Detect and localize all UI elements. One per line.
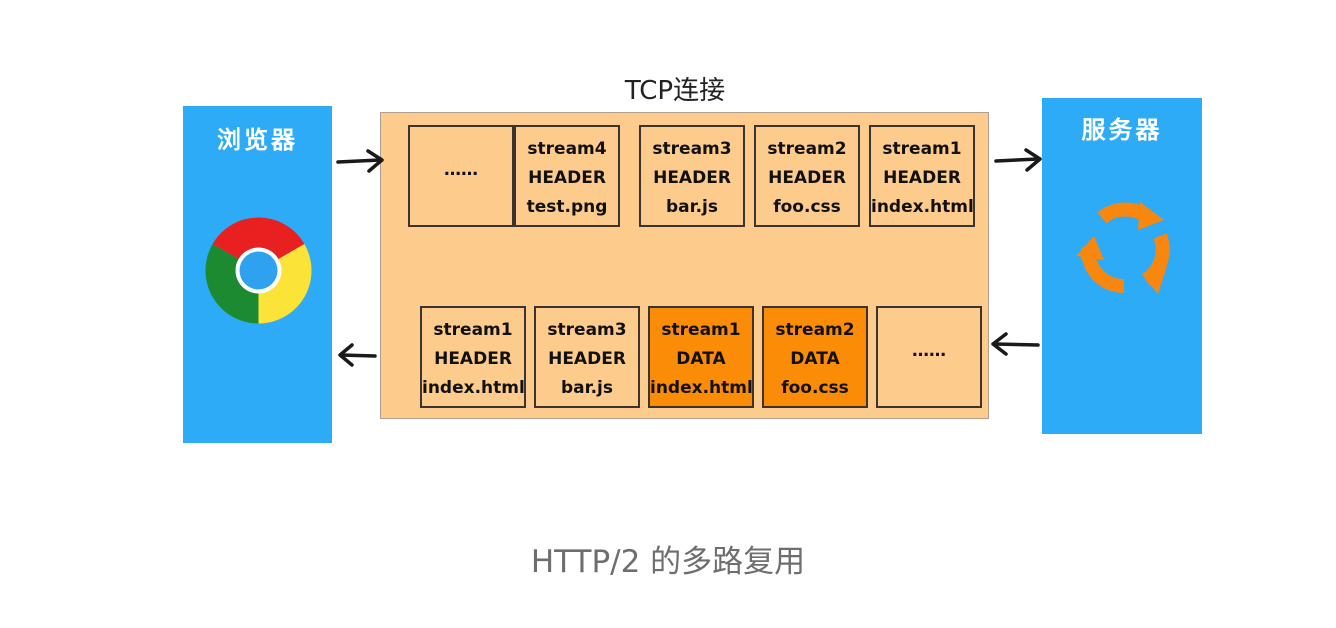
frame-stream-id: stream2	[767, 139, 847, 159]
request-frame-ellipsis: ……	[408, 125, 514, 227]
request-frame-stream2-header: stream2 HEADER foo.css	[754, 125, 860, 227]
request-frame-stream3-header: stream3 HEADER bar.js	[639, 125, 745, 227]
response-frame-stream1-header: stream1 HEADER index.html	[420, 306, 526, 408]
chrome-logo-icon	[205, 217, 312, 324]
browser-panel: 浏览器	[183, 106, 332, 443]
frame-text: ……	[444, 160, 478, 180]
frame-stream-id: stream3	[652, 139, 732, 159]
frame-type: HEADER	[883, 168, 961, 188]
frame-resource: index.html	[871, 197, 974, 217]
response-frame-stream3-header: stream3 HEADER bar.js	[534, 306, 640, 408]
request-frame-stream4-header: stream4 HEADER test.png	[514, 125, 620, 227]
frame-type: HEADER	[434, 349, 512, 369]
arrow-left-icon	[991, 332, 1040, 356]
frame-resource: foo.css	[781, 378, 849, 398]
tcp-connection-title: TCP连接	[624, 76, 726, 106]
frame-type: DATA	[676, 349, 726, 369]
frame-stream-id: stream1	[433, 320, 513, 340]
frame-stream-id: stream3	[547, 320, 627, 340]
arrow-right-icon	[994, 148, 1042, 172]
browser-label: 浏览器	[217, 126, 298, 154]
frame-stream-id: stream4	[527, 139, 607, 159]
frame-type: DATA	[790, 349, 840, 369]
server-label: 服务器	[1081, 116, 1163, 144]
frame-resource: foo.css	[773, 197, 841, 217]
response-frame-stream2-data: stream2 DATA foo.css	[762, 306, 868, 408]
frame-stream-id: stream2	[775, 320, 855, 340]
request-frame-stream1-header: stream1 HEADER index.html	[869, 125, 975, 227]
frame-resource: bar.js	[665, 197, 718, 217]
frame-resource: index.html	[650, 378, 753, 398]
frame-type: HEADER	[548, 349, 626, 369]
arrow-left-icon	[338, 343, 377, 367]
frame-type: HEADER	[528, 168, 606, 188]
frame-type: HEADER	[768, 168, 846, 188]
frame-type: HEADER	[653, 168, 731, 188]
frame-resource: index.html	[422, 378, 525, 398]
frame-resource: test.png	[526, 197, 608, 217]
response-frame-stream1-data: stream1 DATA index.html	[648, 306, 754, 408]
arrow-right-icon	[336, 149, 384, 173]
frame-stream-id: stream1	[882, 139, 962, 159]
server-panel: 服务器	[1042, 98, 1202, 434]
frame-stream-id: stream1	[661, 320, 741, 340]
figure-caption: HTTP/2 的多路复用	[530, 544, 806, 580]
refresh-cycle-icon	[1076, 202, 1170, 294]
response-frame-ellipsis: ……	[876, 306, 982, 408]
frame-text: ……	[912, 341, 946, 361]
frame-resource: bar.js	[560, 378, 613, 398]
